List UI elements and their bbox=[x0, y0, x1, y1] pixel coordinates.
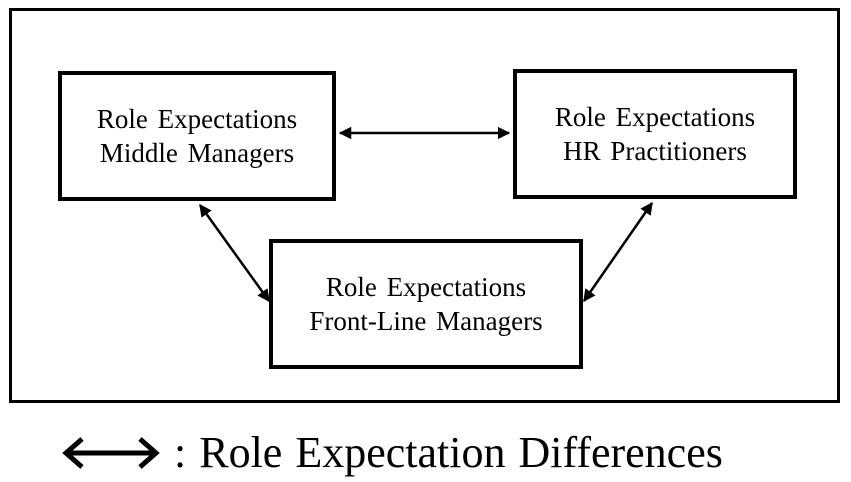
diagram-frame bbox=[9, 8, 840, 403]
legend: : Role Expectation Differences bbox=[62, 425, 723, 481]
node-front-line-managers: Role Expectations Front-Line Managers bbox=[269, 239, 583, 369]
node-middle-managers-line2: Middle Managers bbox=[99, 138, 295, 168]
node-hr-practitioners-line2: HR Practitioners bbox=[563, 136, 747, 166]
node-hr-practitioners-line1: Role Expectations bbox=[554, 102, 756, 132]
legend-label: : Role Expectation Differences bbox=[174, 428, 723, 477]
node-front-line-managers-line1: Role Expectations bbox=[325, 272, 527, 302]
node-middle-managers: Role Expectations Middle Managers bbox=[58, 71, 336, 201]
node-hr-practitioners: Role Expectations HR Practitioners bbox=[513, 69, 797, 199]
node-front-line-managers-line2: Front-Line Managers bbox=[309, 306, 543, 336]
double-arrow-icon bbox=[62, 437, 160, 469]
node-middle-managers-line1: Role Expectations bbox=[96, 104, 298, 134]
